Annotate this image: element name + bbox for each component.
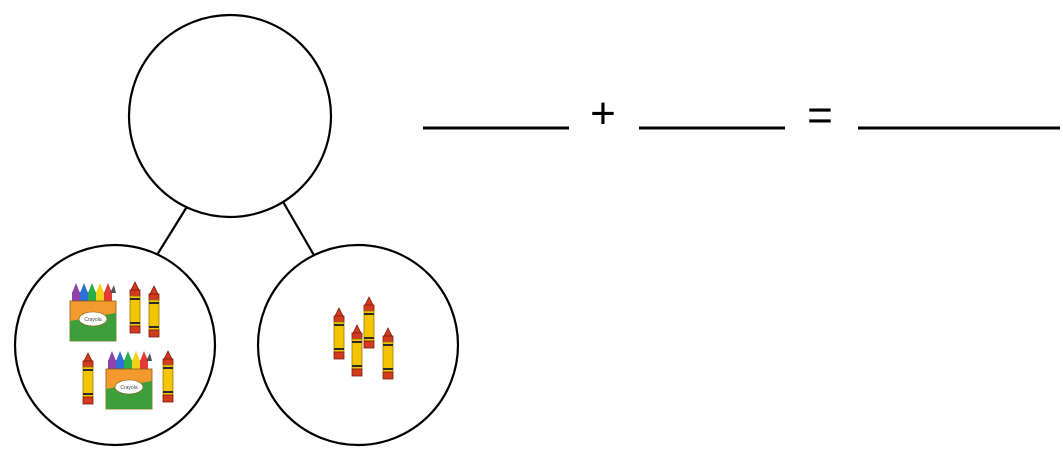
crayon-icon	[162, 350, 174, 403]
crayon-icon	[333, 307, 345, 360]
crayon-box-icon: Crayola	[105, 350, 153, 410]
crayon-icon	[82, 352, 94, 405]
crayon-icon	[148, 285, 160, 338]
part-circle-left[interactable]	[13, 243, 217, 447]
equals-sign: =	[807, 91, 833, 140]
crayon-icon	[363, 296, 375, 349]
crayon-icon	[351, 324, 363, 377]
crayon-icon	[129, 281, 141, 334]
crayon-box-label: Crayola	[84, 317, 101, 323]
bond-connector-right	[281, 199, 316, 258]
crayon-box-label: Crayola	[120, 385, 137, 391]
equation: + =	[423, 89, 1060, 140]
plus-sign: +	[590, 89, 616, 138]
bond-connector-left	[151, 204, 189, 264]
whole-circle[interactable]	[127, 13, 333, 219]
crayon-box-icon: Crayola	[69, 282, 117, 342]
crayon-icon	[382, 327, 394, 380]
